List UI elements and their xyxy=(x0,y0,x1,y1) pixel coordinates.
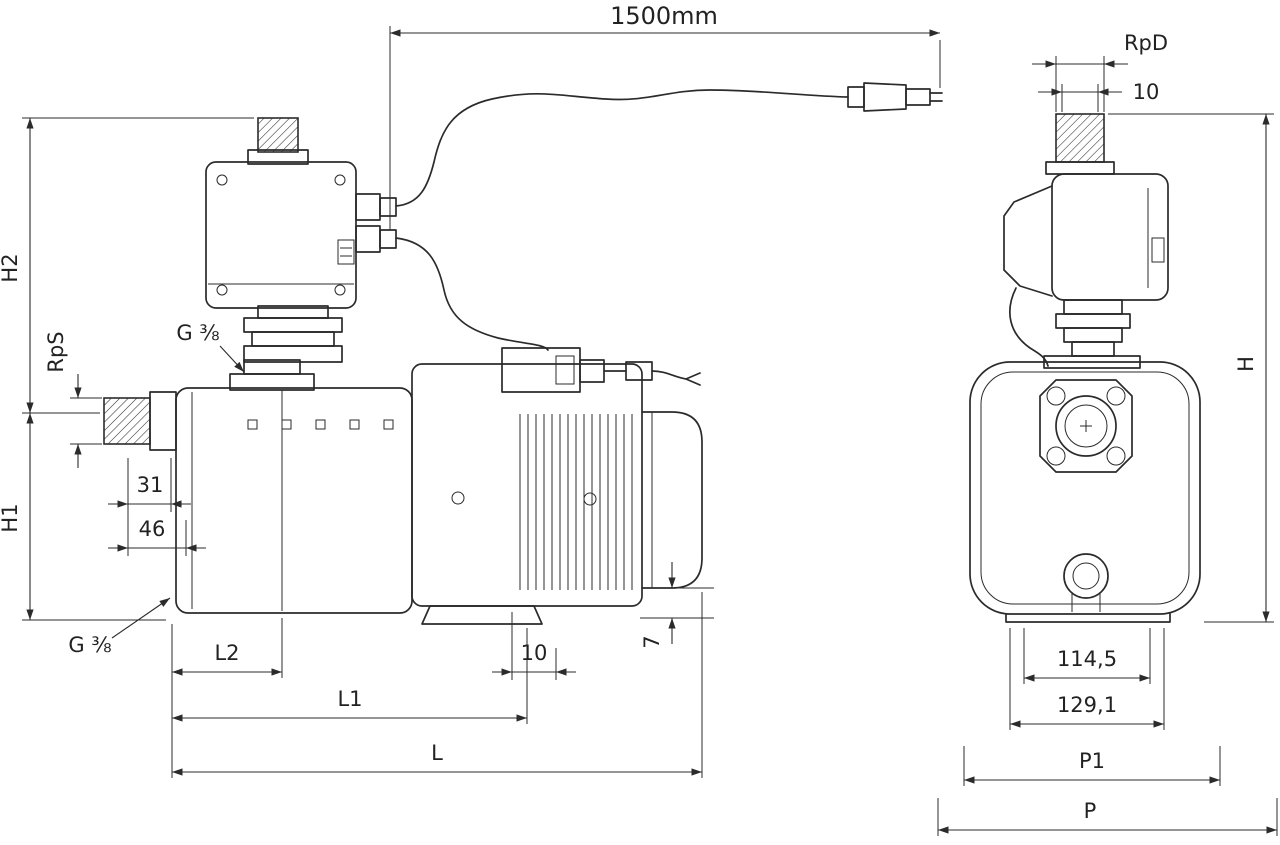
offset-46-label: 46 xyxy=(139,517,166,541)
h-label: H xyxy=(1234,356,1258,372)
front-flange xyxy=(1039,379,1133,473)
dim-depths: P1 P xyxy=(937,746,1278,836)
dim-31-46: 31 46 xyxy=(108,458,206,556)
power-cable xyxy=(395,89,849,207)
p-label: P xyxy=(1084,799,1097,823)
dim-rpd: RpD xyxy=(1032,31,1168,112)
h1-label: H1 xyxy=(0,503,22,532)
g38-top-label: G ⅜ xyxy=(176,321,219,345)
motor-fins xyxy=(519,414,633,590)
dim-10-side: 10 xyxy=(492,612,576,680)
discharge-port-stack xyxy=(229,305,343,391)
thread-10-label: 10 xyxy=(1133,80,1160,104)
l2-label: L2 xyxy=(214,641,239,665)
h2-label: H2 xyxy=(0,253,22,282)
motor-cable xyxy=(395,237,549,351)
terminal-box xyxy=(501,347,701,393)
rpd-label: RpD xyxy=(1124,31,1168,55)
l-label: L xyxy=(431,741,443,765)
mains-plug xyxy=(847,82,943,112)
fan-cover xyxy=(641,411,703,589)
motor xyxy=(411,363,643,607)
cable-glands xyxy=(355,193,397,253)
dim-7: 7 xyxy=(640,562,714,649)
dim-front-widths: 114,5 129,1 xyxy=(1009,628,1165,730)
front-drain-plug xyxy=(1063,553,1109,612)
width-114-5-label: 114,5 xyxy=(1057,647,1117,671)
dim-10-front: 10 xyxy=(1038,80,1159,112)
g38-bottom-label: G ⅜ xyxy=(68,633,111,657)
side-view xyxy=(103,82,943,625)
front-pump-body xyxy=(969,361,1201,623)
offset-31-label: 31 xyxy=(137,473,164,497)
gap-10-side-label: 10 xyxy=(521,641,548,665)
dim-cable-length: 1500mm xyxy=(389,2,941,230)
dim-h2-h1: H2 H1 xyxy=(0,117,254,621)
dim-rps: RpS xyxy=(44,331,102,468)
pump-body xyxy=(175,387,413,614)
pressure-switch xyxy=(205,117,357,309)
p1-label: P1 xyxy=(1079,749,1105,773)
front-view xyxy=(969,113,1201,623)
leader-g38-top: G ⅜ xyxy=(176,321,245,373)
leader-g38-bottom: G ⅜ xyxy=(68,597,171,657)
front-pressure-switch xyxy=(1003,173,1169,367)
front-union-nuts xyxy=(1043,299,1141,369)
front-thread-port xyxy=(1045,113,1115,175)
l1-label: L1 xyxy=(337,687,362,711)
rps-label: RpS xyxy=(44,331,68,372)
gap-7-label: 7 xyxy=(640,635,664,648)
width-129-1-label: 129,1 xyxy=(1057,693,1117,717)
cable-length-label: 1500mm xyxy=(610,2,718,30)
dim-lengths: L2 L1 L xyxy=(171,592,703,778)
dim-h: H xyxy=(1108,113,1274,623)
pump-foot xyxy=(421,605,543,625)
suction-port xyxy=(103,391,177,451)
